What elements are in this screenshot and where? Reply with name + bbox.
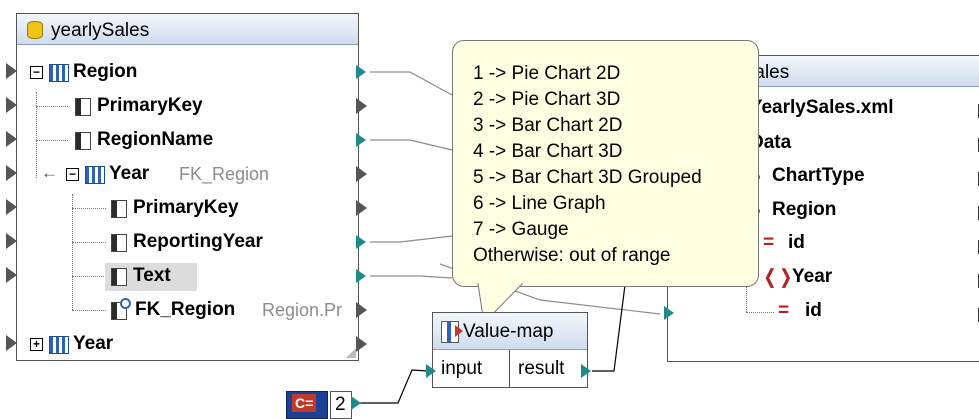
field-icon	[75, 98, 91, 116]
output-port-icon[interactable]	[356, 166, 367, 182]
value-map-input-port-icon[interactable]	[426, 364, 436, 378]
row-label: Year	[73, 333, 114, 354]
value-map-input-cell[interactable]: input	[433, 350, 510, 387]
tree-row-reportingyear[interactable]: ReportingYear	[17, 228, 358, 258]
row-label: PrimaryKey	[133, 197, 239, 218]
input-port-icon[interactable]	[6, 233, 17, 249]
output-port-icon[interactable]	[356, 65, 366, 79]
input-port-icon[interactable]	[6, 267, 17, 283]
field-icon	[75, 132, 91, 150]
tooltip-line: 2 -> Pie Chart 3D	[473, 89, 621, 110]
expand-icon[interactable]: +	[30, 338, 43, 351]
tree-row-year-collapsed[interactable]: + Year	[17, 330, 358, 360]
tooltip-line: 3 -> Bar Chart 2D	[473, 115, 623, 136]
input-port-icon[interactable]	[6, 131, 17, 147]
relation-label: FK_Region	[179, 164, 270, 184]
source-title-bar[interactable]: yearlySales	[17, 14, 358, 45]
input-port-icon[interactable]	[6, 335, 17, 351]
output-port-icon[interactable]	[356, 133, 366, 147]
output-port-icon[interactable]	[356, 269, 366, 283]
tooltip-line: 7 -> Gauge	[473, 219, 569, 240]
value-map-result-cell[interactable]: result	[510, 350, 587, 387]
value-map-title: Value-map	[463, 321, 554, 342]
target-item-region-id[interactable]: id	[788, 232, 805, 253]
output-port-icon[interactable]	[356, 200, 367, 216]
input-port-icon[interactable]	[6, 97, 17, 113]
resize-grip-icon[interactable]	[346, 348, 356, 358]
input-port-icon[interactable]	[6, 165, 17, 181]
collapse-icon[interactable]: −	[66, 168, 79, 181]
table-icon	[49, 64, 69, 82]
tree-row-primarykey[interactable]: PrimaryKey	[17, 92, 358, 122]
tooltip-line: 4 -> Bar Chart 3D	[473, 141, 623, 162]
table-icon	[49, 336, 69, 354]
table-icon	[85, 166, 105, 184]
output-port-icon[interactable]	[356, 302, 367, 318]
relation-arrow-icon: ←	[41, 163, 58, 182]
target-item-year[interactable]: Year	[792, 266, 833, 287]
map-arrow-icon	[455, 325, 463, 337]
tree-row-year[interactable]: ← − Year FK_Region	[17, 160, 358, 190]
input-ports	[4, 0, 24, 418]
field-icon	[111, 234, 127, 252]
tree-row-regionname[interactable]: RegionName	[17, 126, 358, 156]
target-input-port-icon[interactable]	[664, 306, 674, 320]
row-label: RegionName	[97, 129, 214, 150]
relation-label: Region.Pr	[262, 300, 343, 320]
source-component[interactable]: yearlySales − Region PrimaryKey RegionNa…	[16, 13, 359, 361]
tooltip-line: 6 -> Line Graph	[473, 193, 606, 214]
target-item-year-id[interactable]: id	[805, 300, 822, 321]
target-item-data[interactable]: Data	[750, 132, 792, 153]
tree-row-region[interactable]: − Region	[17, 58, 358, 88]
row-label: PrimaryKey	[97, 95, 203, 116]
database-icon	[27, 21, 43, 39]
output-port-icon[interactable]	[356, 98, 367, 114]
attribute-icon: =	[763, 232, 775, 253]
tooltip-line: 5 -> Bar Chart 3D Grouped	[473, 167, 702, 188]
target-item-charttype[interactable]: ChartType	[772, 165, 865, 186]
tree-row-fk-region[interactable]: FK_Region Region.Pr	[17, 296, 358, 326]
constant-value: 2	[335, 394, 346, 415]
value-map-result-port-icon[interactable]	[581, 364, 591, 378]
output-port-icon[interactable]	[356, 336, 367, 352]
value-map-component[interactable]: Value-map input result	[432, 312, 588, 388]
value-map-tooltip: 1 -> Pie Chart 2D 2 -> Pie Chart 3D 3 ->…	[452, 40, 759, 287]
tooltip-line: Otherwise: out of range	[473, 245, 671, 266]
target-file-label: e: YearlySales.xml	[728, 97, 894, 118]
value-map-result-label: result	[518, 358, 565, 379]
key-icon	[120, 298, 131, 309]
collapse-icon[interactable]: −	[30, 66, 43, 79]
target-item-region[interactable]: Region	[772, 199, 837, 220]
tree-row-year-primarykey[interactable]: PrimaryKey	[17, 194, 358, 224]
tooltip-line: 1 -> Pie Chart 2D	[473, 63, 621, 84]
constant-component[interactable]: C= 2	[286, 389, 356, 419]
input-port-icon[interactable]	[6, 63, 17, 79]
attribute-icon: =	[778, 300, 790, 321]
row-label: ReportingYear	[133, 231, 263, 252]
source-title: yearlySales	[51, 20, 150, 41]
field-icon	[111, 200, 127, 218]
input-port-icon[interactable]	[6, 199, 17, 215]
constant-output-port-icon[interactable]	[351, 396, 361, 410]
row-label: Text	[133, 265, 171, 286]
output-port-icon[interactable]	[356, 235, 366, 249]
value-map-title-bar[interactable]: Value-map	[433, 313, 587, 350]
row-label: FK_Region	[135, 299, 236, 320]
row-label: Year	[109, 163, 150, 184]
constant-icon-text: C=	[292, 394, 317, 412]
tree-row-text[interactable]: Text	[17, 262, 358, 292]
element-icon: ❬❭	[762, 267, 794, 288]
value-map-input-label: input	[441, 358, 483, 379]
row-label: Region	[73, 61, 138, 82]
field-icon	[111, 268, 127, 286]
